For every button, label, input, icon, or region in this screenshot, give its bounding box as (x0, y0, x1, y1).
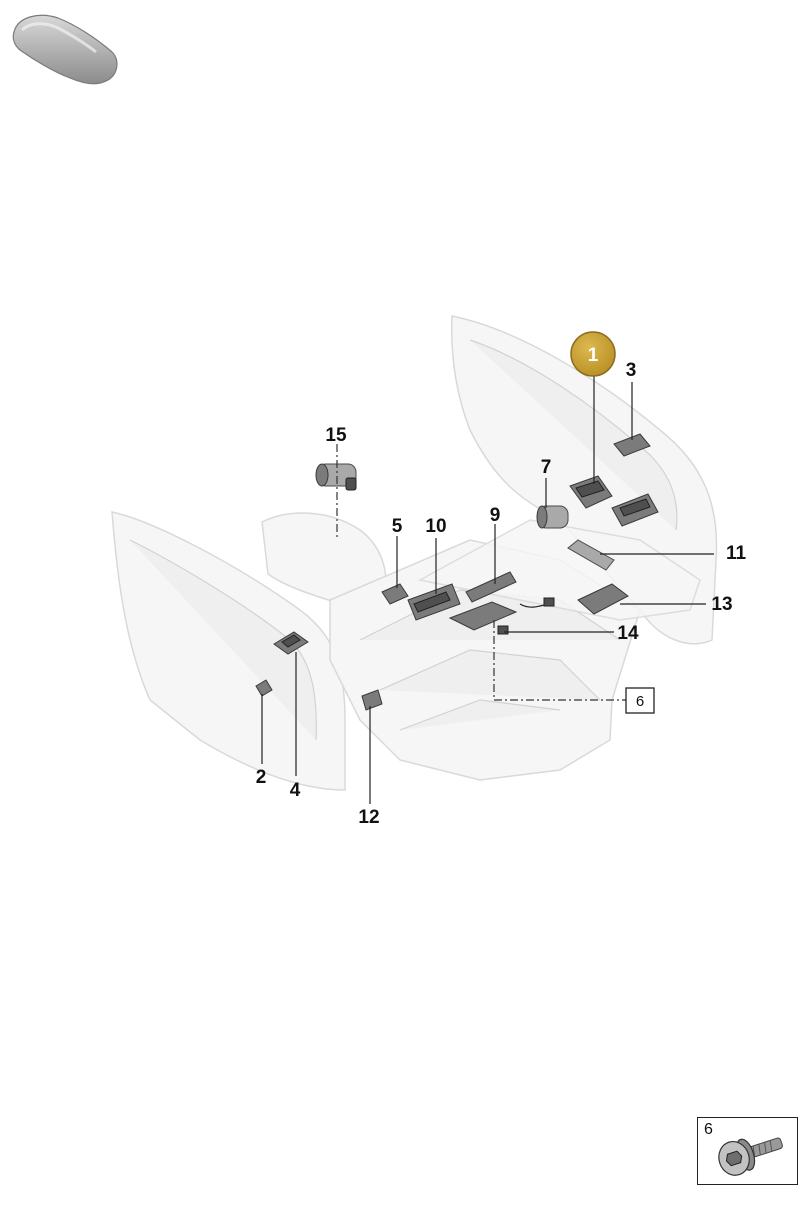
callout-5-label[interactable]: 5 (392, 516, 403, 537)
callout-10-label[interactable]: 10 (425, 516, 446, 537)
callout-6-box[interactable]: 6 (625, 687, 655, 714)
callout-1-label: 1 (588, 345, 599, 366)
callout-13-label[interactable]: 13 (711, 594, 732, 615)
part-15-cylinder[interactable] (315, 463, 357, 491)
callout-14-label[interactable]: 14 (617, 623, 639, 644)
part-12-bracket[interactable] (361, 689, 383, 711)
part-5-switch[interactable] (381, 583, 409, 605)
callout-11-label[interactable]: 11 (726, 543, 747, 564)
leader-lines (261, 374, 714, 804)
screw-icon (718, 1137, 783, 1176)
part-14-module[interactable] (448, 597, 555, 635)
callout-7-label[interactable]: 7 (541, 457, 552, 478)
part-2-switch[interactable] (255, 679, 273, 697)
callout-15-label[interactable]: 15 (325, 425, 347, 446)
callout-6-label: 6 (636, 693, 644, 710)
part-11-switch-strip[interactable] (567, 539, 615, 571)
detail-inset-label: 6 (704, 1121, 713, 1138)
callout-2-label[interactable]: 2 (256, 767, 267, 788)
part-1-switch-module[interactable] (569, 475, 613, 509)
part-7-cylinder[interactable] (536, 505, 569, 529)
callout-1-highlighted[interactable]: 1 (570, 331, 616, 377)
door-switch-cluster-right[interactable] (611, 493, 659, 527)
part-3-switch[interactable] (613, 433, 651, 457)
part-4-switch-panel[interactable] (273, 631, 309, 655)
detail-inset-6[interactable]: 6 (697, 1117, 798, 1185)
callout-9-label[interactable]: 9 (490, 505, 501, 526)
callout-3-label[interactable]: 3 (626, 360, 637, 381)
vehicle-interior-outline (111, 315, 718, 791)
callout-12-label[interactable]: 12 (358, 807, 379, 828)
car-silhouette-icon[interactable] (12, 14, 118, 85)
callout-4-label[interactable]: 4 (290, 780, 301, 801)
part-10-switch-block[interactable] (407, 583, 461, 621)
part-13-panel[interactable] (577, 583, 629, 615)
